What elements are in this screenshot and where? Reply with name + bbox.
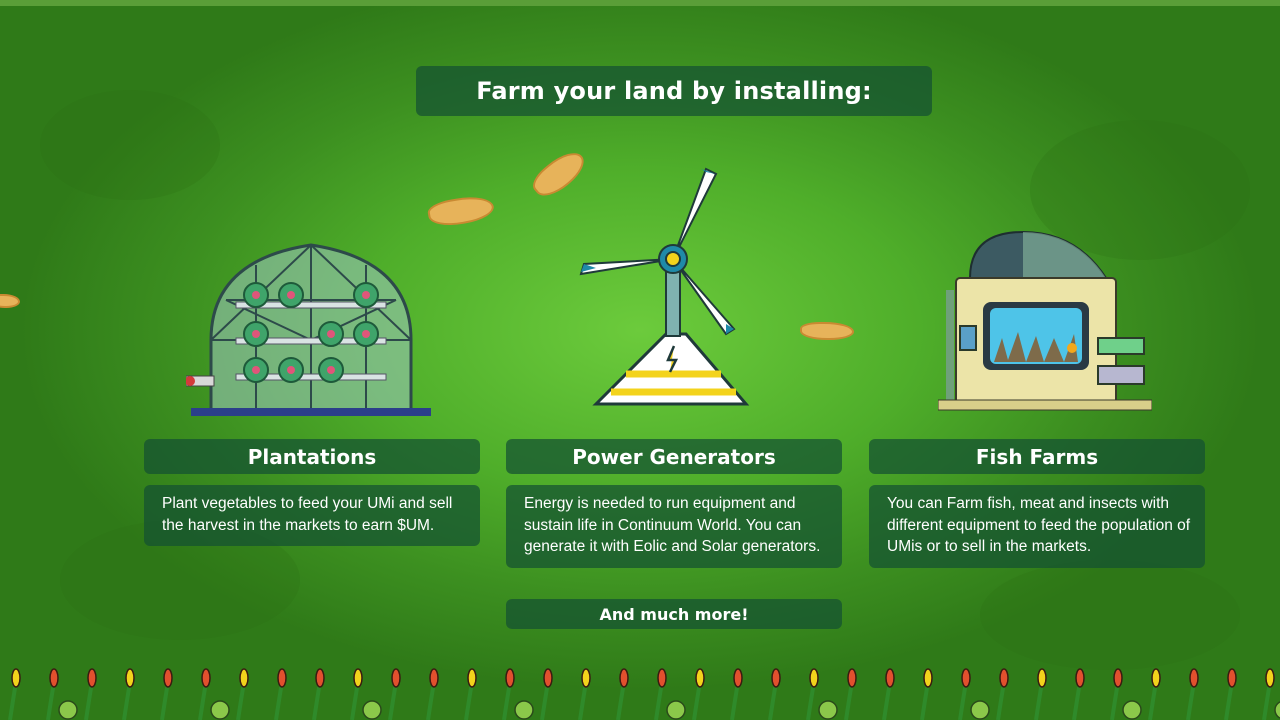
dirt-patch bbox=[0, 294, 20, 308]
card-title-text: Plantations bbox=[247, 444, 377, 469]
card-title-plantations: Plantations bbox=[144, 439, 480, 474]
fish-farm-icon bbox=[938, 230, 1152, 411]
dirt-patch bbox=[800, 322, 854, 340]
card-description-text: Plant vegetables to feed your UMi and se… bbox=[162, 495, 453, 534]
section-heading: Farm your land by installing: bbox=[416, 66, 932, 116]
card-description-plantations: Plant vegetables to feed your UMi and se… bbox=[144, 485, 480, 546]
card-title-fish-farms: Fish Farms bbox=[869, 439, 1205, 474]
card-description-text: Energy is needed to run equipment and su… bbox=[524, 495, 821, 555]
wind-turbine-icon bbox=[579, 167, 750, 406]
flower-border-decoration bbox=[8, 668, 1280, 720]
card-description-fish-farms: You can Farm fish, meat and insects with… bbox=[869, 485, 1205, 568]
top-strip bbox=[0, 0, 1280, 6]
and-much-more-banner: And much more! bbox=[506, 599, 842, 629]
dirt-patch bbox=[426, 192, 496, 230]
card-description-text: You can Farm fish, meat and insects with… bbox=[887, 495, 1191, 555]
card-title-power-generators: Power Generators bbox=[506, 439, 842, 474]
more-text: And much more! bbox=[599, 604, 749, 624]
card-title-text: Fish Farms bbox=[975, 444, 1099, 469]
heading-text: Farm your land by installing: bbox=[476, 77, 872, 105]
greenhouse-icon bbox=[186, 243, 431, 416]
card-title-text: Power Generators bbox=[572, 444, 776, 469]
card-description-power-generators: Energy is needed to run equipment and su… bbox=[506, 485, 842, 568]
